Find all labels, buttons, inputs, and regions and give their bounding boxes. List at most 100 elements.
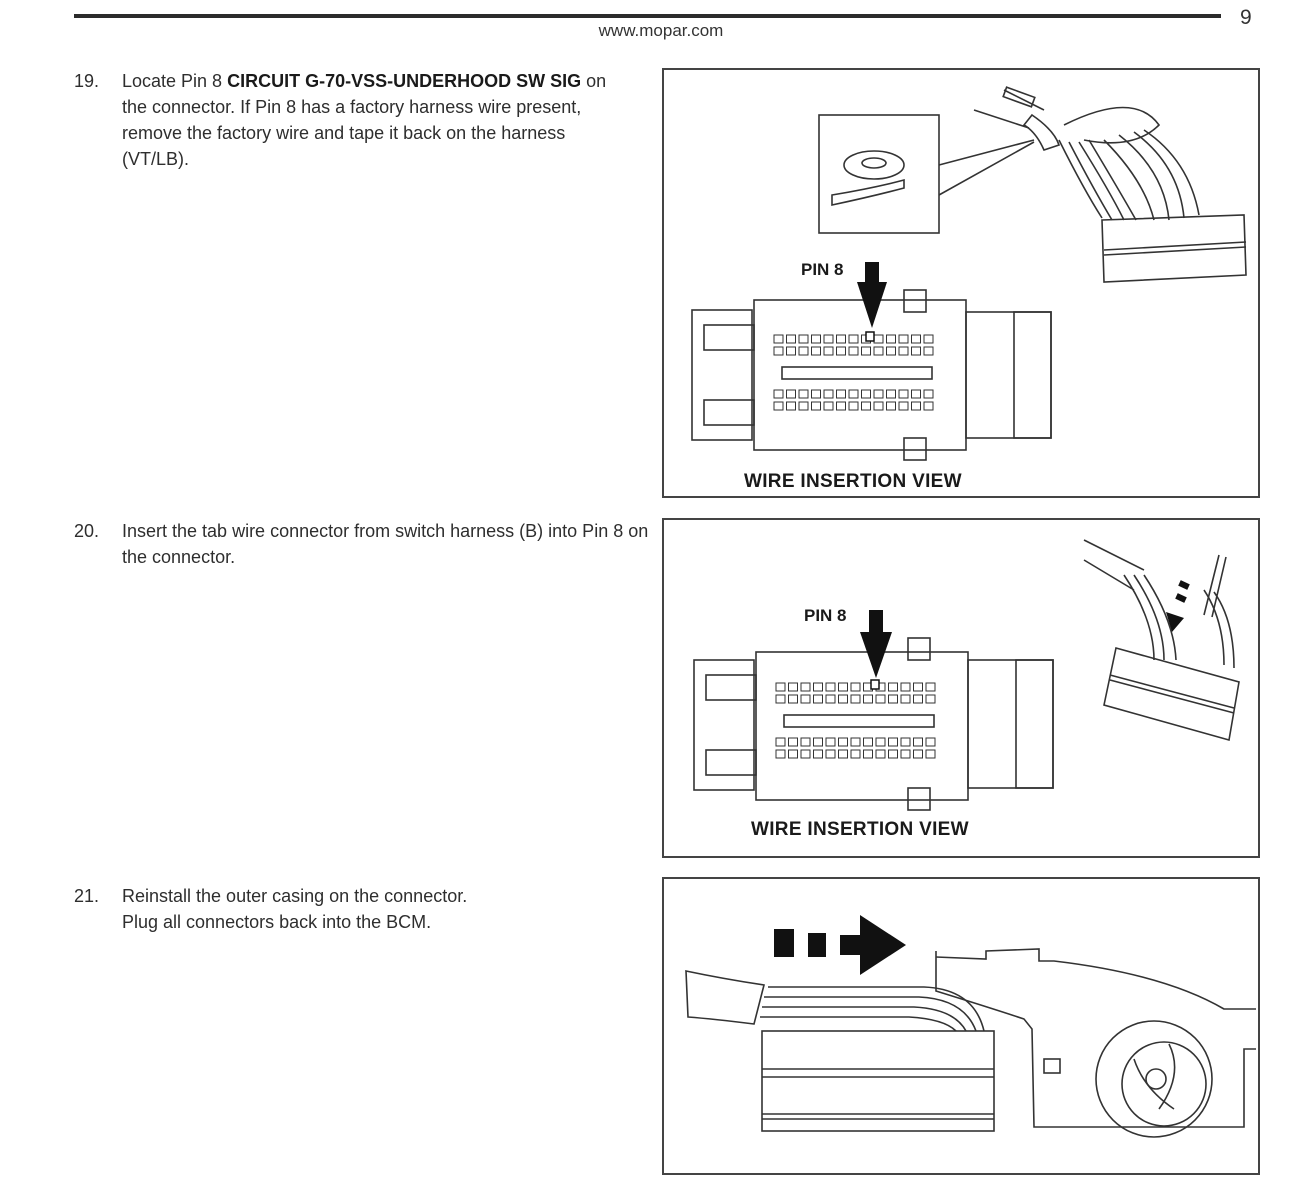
pin-cavity bbox=[813, 749, 823, 759]
pin-cavity bbox=[811, 401, 821, 411]
pin-cavity bbox=[786, 334, 796, 344]
pin-cavity bbox=[775, 682, 786, 692]
pin-cavity bbox=[773, 389, 784, 399]
pin-cavity bbox=[788, 694, 798, 704]
pin-cavity bbox=[836, 401, 846, 411]
pin-cavity bbox=[913, 682, 923, 692]
step-number: 20. bbox=[74, 521, 100, 541]
pin-cavity bbox=[900, 682, 911, 692]
pin-cavity bbox=[850, 737, 861, 747]
pin-cavity bbox=[886, 401, 896, 411]
pin-cavity bbox=[811, 334, 821, 344]
step-line: Reinstall the outer casing on the connec… bbox=[122, 886, 468, 906]
pin-cavity bbox=[848, 346, 859, 356]
pin-cavity bbox=[888, 749, 898, 759]
pin-label: PIN 8 bbox=[804, 606, 847, 625]
pin-cavity bbox=[848, 401, 859, 411]
pin-cavity bbox=[875, 749, 886, 759]
pin-cavity bbox=[813, 694, 823, 704]
header-url: www.mopar.com bbox=[598, 21, 724, 40]
pin-cavity bbox=[861, 346, 871, 356]
pin-cavity bbox=[838, 694, 848, 704]
pin-cavity bbox=[800, 749, 811, 759]
connector-body bbox=[755, 651, 969, 801]
pin-8-marker bbox=[865, 331, 875, 342]
pin-cavity bbox=[888, 694, 898, 704]
connector-diagram-2 bbox=[693, 539, 1240, 811]
pin-cavity bbox=[861, 401, 871, 411]
step-text-part: Locate Pin 8 bbox=[122, 71, 228, 91]
pin-cavity bbox=[838, 749, 848, 759]
pin-cavity bbox=[811, 346, 821, 356]
connector-left-tab bbox=[691, 309, 753, 441]
pin-8-arrow-icon bbox=[860, 610, 892, 690]
step-19: 19. Locate Pin 8 CIRCUIT G-70-VSS-UNDERH… bbox=[74, 68, 634, 172]
bcm-housing bbox=[935, 951, 1256, 1128]
pin-cavity bbox=[798, 389, 809, 399]
pin-cavity bbox=[911, 334, 921, 344]
step-number: 19. bbox=[74, 71, 100, 91]
pin-cavity bbox=[925, 682, 936, 692]
step-number: 21. bbox=[74, 886, 100, 906]
pin-8-marker bbox=[870, 679, 880, 690]
pin-cavity bbox=[888, 737, 898, 747]
figure-caption: WIRE INSERTION VIEW bbox=[744, 471, 962, 492]
pin-cavity bbox=[900, 737, 911, 747]
pin-cavity bbox=[800, 694, 811, 704]
bcm-gear bbox=[1095, 1020, 1213, 1138]
pin-cavity bbox=[873, 401, 884, 411]
pin-cavity bbox=[788, 737, 798, 747]
pin-cavity bbox=[775, 737, 786, 747]
pin-cavity bbox=[913, 694, 923, 704]
pin-cavity bbox=[825, 694, 836, 704]
harness-sleeve bbox=[685, 970, 765, 1025]
pin-cavity bbox=[850, 682, 861, 692]
header-rule bbox=[74, 14, 1221, 18]
pin-cavity bbox=[773, 334, 784, 344]
pin-cavity bbox=[775, 749, 786, 759]
harness-connector bbox=[761, 1030, 995, 1132]
pin-cavity bbox=[886, 346, 896, 356]
pin-grid bbox=[773, 334, 934, 411]
pin-cavity bbox=[911, 346, 921, 356]
figure-wire-insertion-1: PIN 8 WIRE INSERTION VIEW bbox=[662, 68, 1260, 498]
page-number: 9 bbox=[1240, 6, 1252, 29]
pin-cavity bbox=[788, 749, 798, 759]
pin-cavity bbox=[786, 389, 796, 399]
pin-cavity bbox=[913, 737, 923, 747]
harness-connector bbox=[1103, 647, 1240, 742]
pin-cavity bbox=[873, 346, 884, 356]
pin-cavity bbox=[823, 334, 834, 344]
connector-slot bbox=[781, 366, 933, 380]
pin-cavity bbox=[798, 346, 809, 356]
pin-cavity bbox=[838, 737, 848, 747]
pin-cavity bbox=[886, 334, 896, 344]
figure-wire-insertion-2: PIN 8 WIRE INSERTION VIEW bbox=[662, 518, 1260, 858]
pin-cavity bbox=[898, 346, 909, 356]
pin-cavity bbox=[875, 737, 886, 747]
pin-cavity bbox=[900, 694, 911, 704]
insert-arrow-icon bbox=[1166, 580, 1190, 632]
step-text: Locate Pin 8 CIRCUIT G-70-VSS-UNDERHOOD … bbox=[122, 68, 634, 172]
pin-cavity bbox=[786, 346, 796, 356]
figure-reinstall-connector bbox=[662, 877, 1260, 1175]
pin-cavity bbox=[825, 682, 836, 692]
connector-body bbox=[753, 299, 967, 451]
pin-cavity bbox=[775, 694, 786, 704]
pin-cavity bbox=[850, 694, 861, 704]
reinstall-diagram bbox=[685, 915, 1256, 1138]
pin-cavity bbox=[923, 334, 934, 344]
step-20: 20. Insert the tab wire connector from s… bbox=[74, 518, 654, 570]
pin-cavity bbox=[836, 346, 846, 356]
pin-cavity bbox=[800, 682, 811, 692]
pin-cavity bbox=[898, 389, 909, 399]
pin-cavity bbox=[923, 389, 934, 399]
pin-cavity bbox=[886, 389, 896, 399]
connector-left-tab bbox=[693, 659, 755, 791]
pin-8-arrow-icon bbox=[857, 262, 887, 342]
pin-cavity bbox=[850, 749, 861, 759]
pin-cavity bbox=[813, 682, 823, 692]
pin-cavity bbox=[823, 401, 834, 411]
pin-cavity bbox=[863, 749, 873, 759]
inset-box bbox=[818, 114, 940, 234]
